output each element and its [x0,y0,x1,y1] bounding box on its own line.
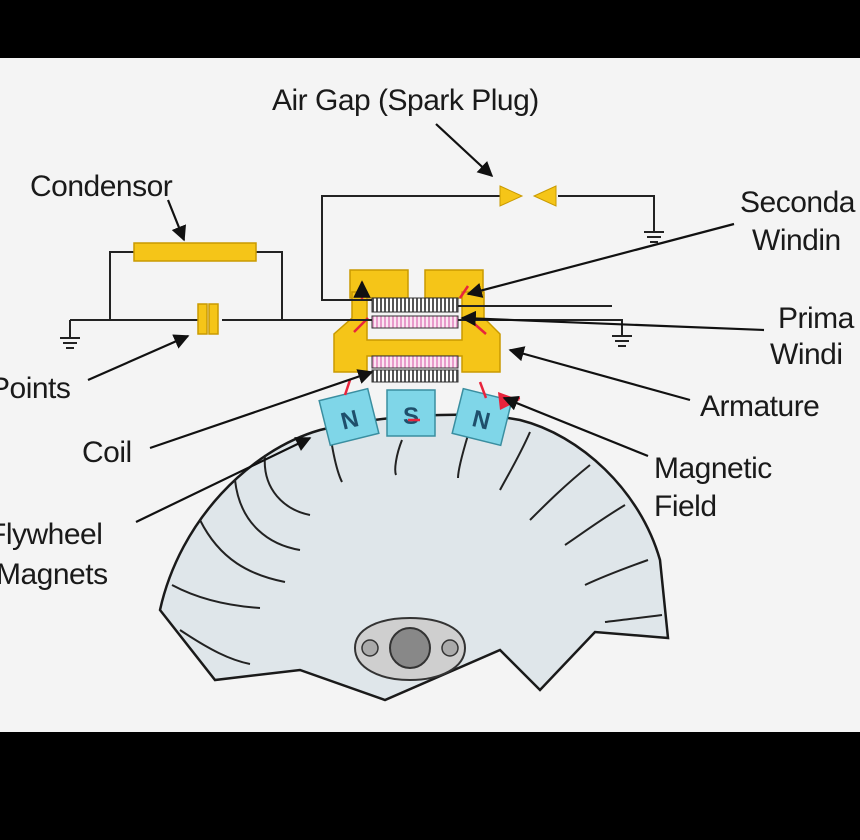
top-frame-bar [0,0,860,58]
leader-arrows [87,123,765,523]
hub-center [389,627,431,669]
magneto-ignition-diagram: N S N [0,58,860,732]
ground-symbol-primary [612,335,632,347]
armature-core [333,269,501,373]
spark-plug-gap [499,185,557,207]
label-magnetic-line2: Field [654,490,717,523]
ground-symbol-spark [644,231,664,243]
bottom-frame-bar [0,732,860,840]
coil-windings [371,297,459,383]
label-primary-line2: Windi [770,338,843,371]
magnet-label-left: N [338,405,361,435]
label-secondary-line2: Windin [752,224,841,257]
flywheel [158,413,670,702]
ground-symbol-left [60,337,80,349]
label-condensor: Condensor [30,170,173,203]
label-flywheel-line1: Flywheel [0,518,102,551]
label-points: Points [0,372,70,405]
label-magnetic-line1: Magnetic [654,452,772,485]
circuit-wiring [69,195,655,338]
label-primary-line1: Prima [778,302,855,335]
magnet-label-middle: S [403,403,419,430]
magnet-label-right: N [469,405,492,435]
diagram-canvas: N S N [0,84,856,702]
label-flywheel-line2: Magnets [0,558,108,591]
points-component [197,303,219,335]
flywheel-magnets: N S N [318,387,513,447]
condensor-component [133,242,257,262]
label-secondary-line1: Seconda [740,186,856,219]
label-armature: Armature [700,390,819,423]
label-air-gap: Air Gap (Spark Plug) [272,84,539,117]
label-coil: Coil [82,436,132,469]
